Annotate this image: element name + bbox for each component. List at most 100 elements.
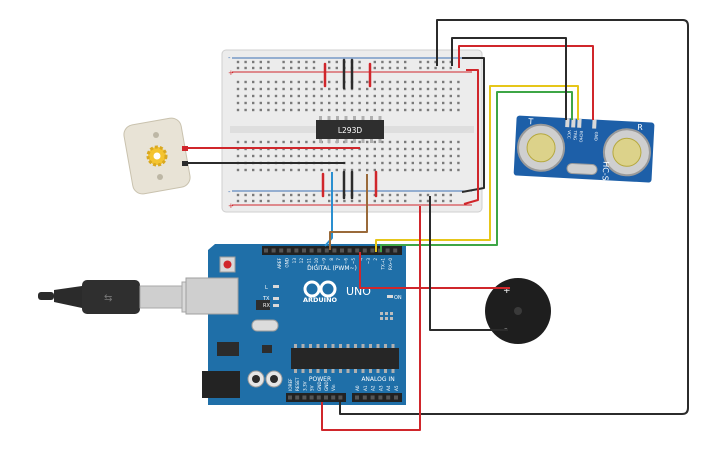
breadboard-hole [457, 140, 460, 144]
breadboard-hole [274, 140, 278, 144]
breadboard-hole [252, 94, 255, 98]
breadboard-hole [335, 80, 338, 84]
breadboard-hole [419, 94, 422, 98]
breadboard-hole [358, 87, 361, 91]
rail-hole [328, 66, 331, 70]
rail-hole [442, 60, 445, 64]
rail-hole [388, 66, 392, 70]
breadboard-hole [381, 168, 384, 172]
breadboard-hole [404, 80, 407, 84]
wire-yellow [375, 85, 579, 252]
breadboard-hole [396, 101, 399, 105]
breadboard-hole [358, 80, 361, 84]
pin-label: GND [324, 381, 329, 391]
breadboard-hole [350, 94, 354, 98]
rail-hole [297, 66, 300, 70]
breadboard-hole [434, 147, 437, 151]
sensor-pin-label: TRIG [573, 129, 579, 140]
rail-hole [244, 66, 247, 70]
led-label-tx: TX [262, 296, 270, 302]
breadboard-hole [267, 80, 270, 84]
rail-hole [297, 193, 300, 197]
breadboard-hole [244, 87, 247, 91]
arduino-model-label: UNO [346, 285, 371, 298]
sensor-pin [571, 118, 576, 128]
breadboard-hole [244, 168, 247, 172]
pin-label: A1 [363, 385, 368, 391]
breadboard-hole [297, 94, 300, 98]
breadboard-hole [328, 168, 331, 172]
breadboard-hole [457, 94, 460, 98]
svg-text:-: - [228, 188, 231, 196]
breadboard-hole [411, 87, 414, 91]
breadboard-hole [274, 87, 278, 91]
breadboard-hole [411, 154, 414, 158]
breadboard-hole [312, 80, 316, 84]
digital-header [262, 246, 402, 255]
breadboard-hole [290, 140, 293, 144]
icsp-pin [380, 312, 383, 315]
breadboard-hole [373, 147, 376, 151]
rail-hole [252, 199, 255, 203]
breadboard-hole [282, 108, 285, 112]
rail-hole [335, 199, 338, 203]
breadboard-hole [381, 108, 384, 112]
breadboard-hole [244, 80, 247, 84]
rail-hole [252, 60, 255, 64]
breadboard-hole [290, 87, 293, 91]
breadboard-hole [328, 80, 331, 84]
breadboard-hole [373, 108, 376, 112]
breadboard-hole [252, 87, 255, 91]
mcu-pin [376, 344, 380, 348]
rail-hole [434, 199, 437, 203]
pin-label: IOREF [288, 378, 293, 391]
breadboard-hole [358, 161, 361, 165]
breadboard-hole [320, 80, 323, 84]
breadboard-hole [236, 140, 240, 144]
breadboard-hole [236, 94, 240, 98]
header-hole [355, 395, 359, 400]
rail-hole [290, 60, 293, 64]
breadboard-hole [411, 161, 414, 165]
breadboard-hole [252, 168, 255, 172]
breadboard-hole [282, 80, 285, 84]
piezo-buzzer: + - [485, 278, 551, 344]
breadboard-hole [259, 108, 262, 112]
breadboard-hole [366, 94, 369, 98]
rail-hole [290, 199, 293, 203]
analog-header [352, 393, 402, 402]
mcu-pin [384, 344, 387, 348]
rail-hole [236, 193, 240, 197]
wire-buzzer-minus [429, 196, 508, 331]
breadboard-hole [388, 87, 392, 91]
breadboard-hole [426, 140, 430, 144]
rail-hole [381, 66, 384, 70]
svg-text:-: - [228, 54, 231, 62]
mcu-pin [391, 369, 395, 373]
breadboard-hole [411, 101, 414, 105]
breadboard-hole [366, 108, 369, 112]
breadboard-hole [320, 94, 323, 98]
sensor-mark-r: R [637, 123, 643, 132]
breadboard-hole [350, 140, 354, 144]
mcu-pin [369, 344, 372, 348]
rail-hole [404, 193, 407, 197]
breadboard-hole [457, 87, 460, 91]
rail-hole [244, 193, 247, 197]
mcu-pin [294, 369, 297, 373]
breadboard-hole [305, 94, 308, 98]
breadboard-hole [373, 87, 376, 91]
header-hole [302, 395, 307, 400]
chip-pin [370, 139, 373, 143]
pin-label: 2 [373, 258, 378, 261]
breadboard-hole [419, 80, 422, 84]
header-hole [385, 248, 390, 253]
pin-label: TX→1 [381, 258, 386, 271]
wire-sensor-gnd [451, 37, 567, 120]
rail-hole [328, 60, 331, 64]
breadboard-hole [335, 94, 338, 98]
breadboard-hole [396, 80, 399, 84]
mcu-pin [301, 369, 305, 373]
rail-hole [426, 66, 430, 70]
breadboard-hole [388, 161, 392, 165]
